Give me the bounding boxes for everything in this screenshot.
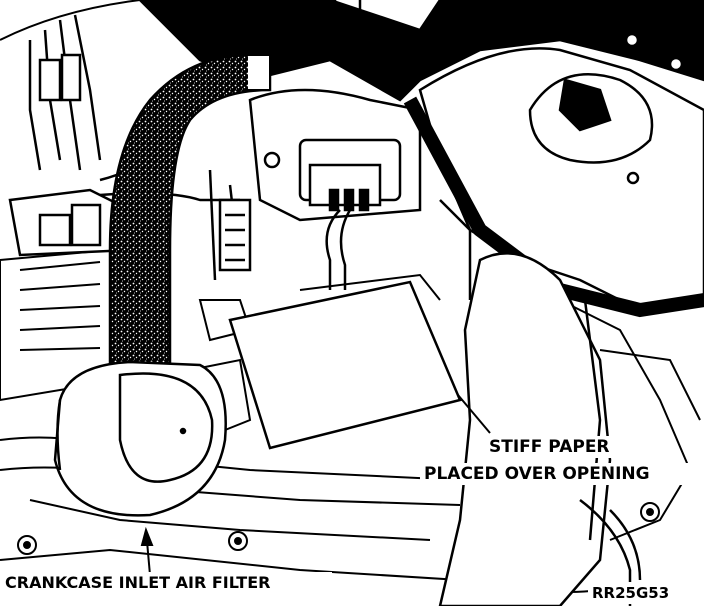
air-hose-icon <box>108 53 272 387</box>
stiff-paper-label-line1: STIFF PAPER <box>489 437 610 457</box>
strut-tower-icon <box>438 252 642 606</box>
filter-housing-icon <box>53 360 227 517</box>
air-cleaner-duct-icon <box>138 0 704 318</box>
crankcase-filter-label: CRANKCASE INLET AIR FILTER <box>5 573 270 592</box>
wiring-harness-icon <box>8 14 252 281</box>
label-backgrounds <box>2 436 698 604</box>
figure-code: RR25G53 <box>592 584 669 602</box>
stiff-paper-label-line2: PLACED OVER OPENING <box>424 464 650 484</box>
stiff-paper-icon <box>228 273 462 450</box>
sensor-connector-icon <box>248 0 422 290</box>
